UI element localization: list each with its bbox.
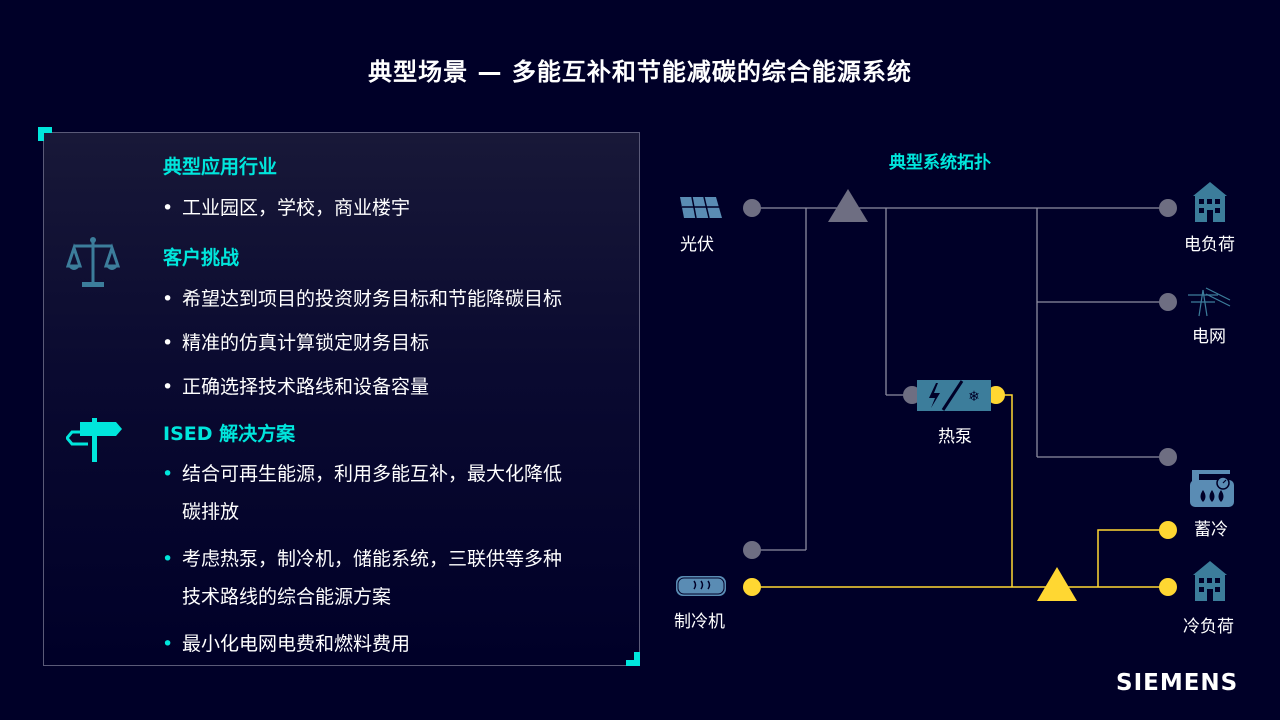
svg-text:❄: ❄ [968,389,980,405]
signpost-icon [66,418,122,462]
label-heat-pump: 热泵 [938,427,972,447]
building-icon-cold-load [1193,561,1227,601]
bullet-item: •考虑热泵，制冷机，储能系统，三联供等多种技术路线的综合能源方案 [162,548,563,608]
node-pv [743,199,761,217]
node-chiller-cold [743,578,761,596]
bullet-item: •精准的仿真计算锁定财务目标 [162,332,430,354]
info-card [43,132,640,666]
card-corner-top-left [38,127,52,141]
scale-icon [66,237,120,287]
node-cold-load [1159,578,1177,596]
solar-panel-icon [680,196,722,219]
label-cold-load: 冷负荷 [1183,617,1234,637]
label-chiller: 制冷机 [674,612,725,632]
section-heading-challenges: 客户挑战 [163,247,240,269]
bullet-item: •正确选择技术路线和设备容量 [162,376,430,398]
node-chiller-elec [743,541,761,559]
card-corner-bottom-right [626,652,640,666]
storage-cold-line [1097,529,1168,587]
node-heatpump-elec [903,386,921,404]
node-cold-storage [1159,521,1177,539]
node-grid [1159,293,1177,311]
heat-pump-icon: ❄ [917,380,991,411]
section-heading-solution: ISED 解决方案 [163,423,296,445]
node-heatpump-cold [987,386,1005,404]
label-pv: 光伏 [680,235,714,255]
node-elec-load [1159,199,1177,217]
label-grid: 电网 [1192,327,1226,347]
section-heading-industries: 典型应用行业 [163,156,278,178]
electric-bus-triangle [828,189,868,222]
building-icon-elec-load [1193,182,1227,222]
bullet-item: •希望达到项目的投资财务目标和节能降碳目标 [162,288,563,310]
bullet-item: •结合可再生能源，利用多能互补，最大化降低碳排放 [162,463,563,523]
page-title: 典型场景 — 多能互补和节能减碳的综合能源系统 [368,58,912,86]
cold-storage-icon [1190,470,1234,507]
siemens-logo: SIEMENS [1116,670,1239,696]
label-elec-load: 电负荷 [1184,235,1235,255]
topology-title: 典型系统拓扑 [889,153,991,173]
heatpump-cold-line [996,394,1013,587]
label-cold-storage: 蓄冷 [1194,520,1228,540]
cold-bus-triangle [1037,567,1077,601]
bullet-item: •最小化电网电费和燃料费用 [162,633,411,655]
node-storage-elec [1159,448,1177,466]
transmission-tower-icon [1188,287,1231,317]
chiller-icon [676,576,726,596]
bullet-item: •工业园区，学校，商业楼宇 [162,197,411,219]
